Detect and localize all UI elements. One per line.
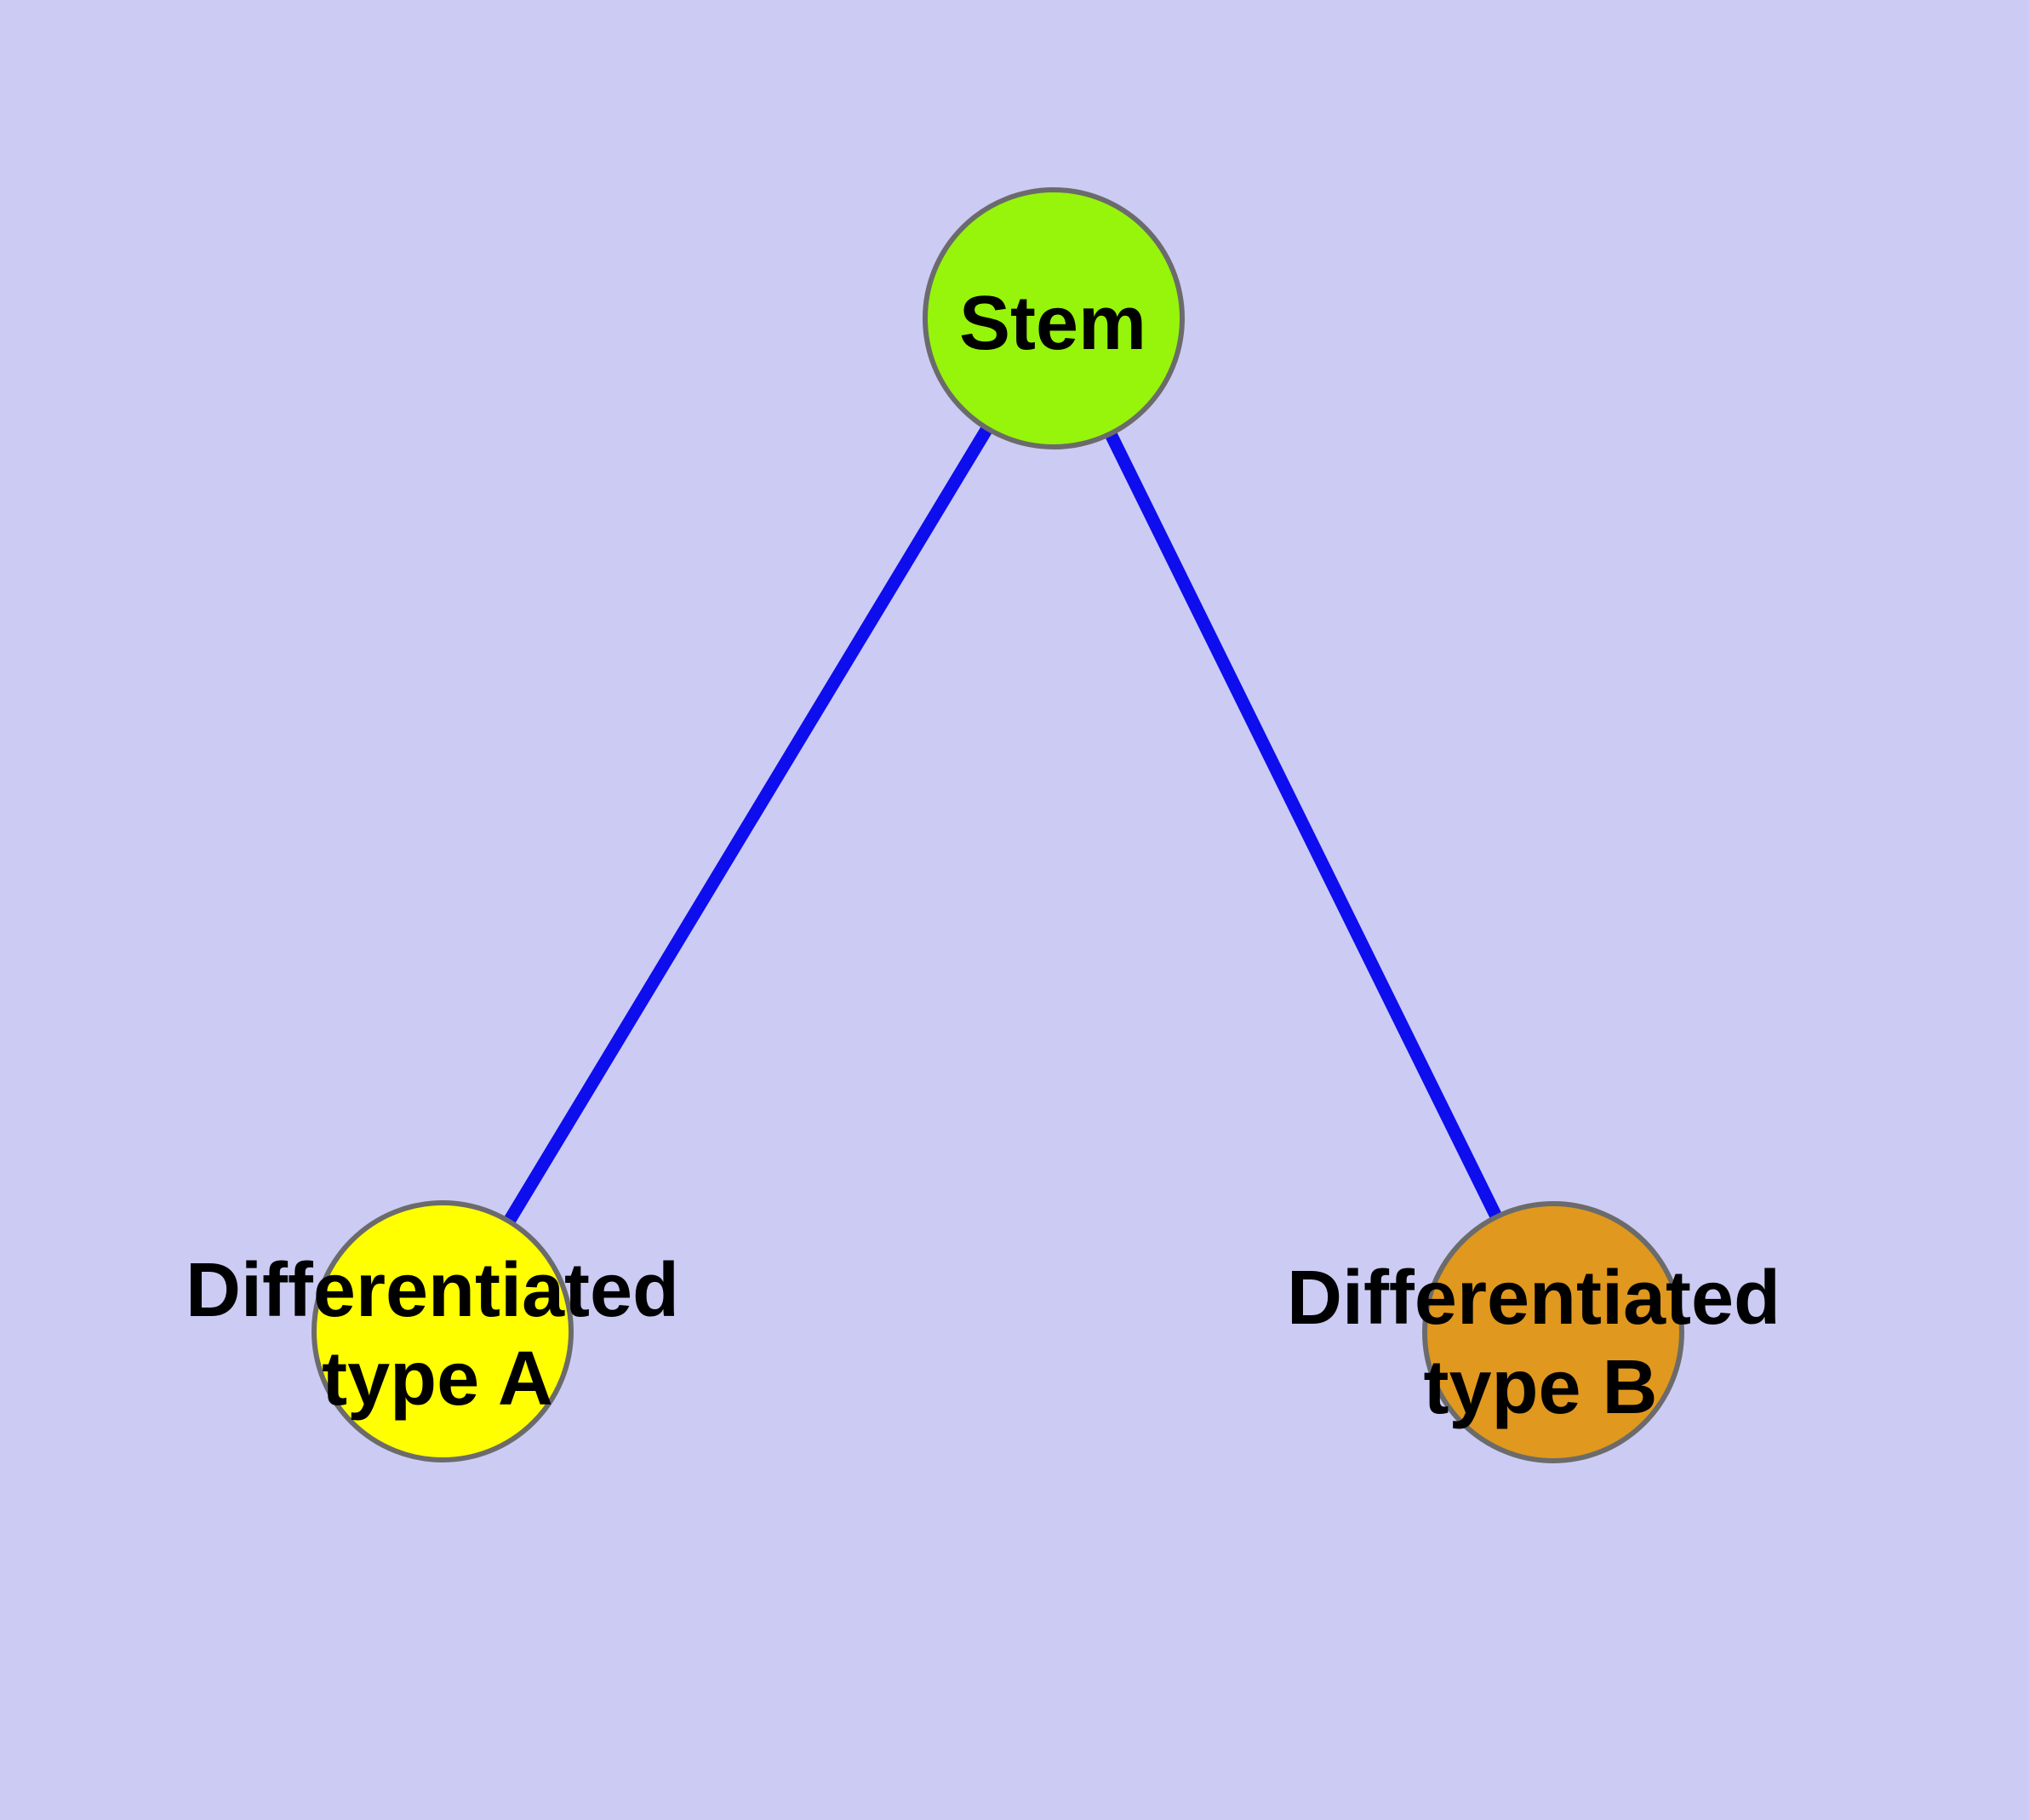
edge-stem-to-type-a — [437, 315, 1060, 1335]
node-type-b: Differentiated type B — [1287, 1201, 1780, 1463]
node-type-b-label-line2: type B — [1423, 1345, 1657, 1430]
edge-stem-to-type-b — [1048, 315, 1559, 1336]
node-type-a: Differentiated type A — [186, 1200, 679, 1462]
node-type-b-circle — [1422, 1201, 1684, 1463]
node-type-a-label-line1: Differentiated — [186, 1248, 679, 1333]
node-type-b-label-line1: Differentiated — [1287, 1256, 1780, 1341]
node-type-a-circle — [311, 1200, 574, 1462]
node-stem-circle — [923, 187, 1185, 449]
node-stem-label: Stem — [959, 281, 1146, 366]
node-type-a-label-line2: type A — [322, 1336, 553, 1422]
node-stem: Stem — [923, 187, 1185, 449]
